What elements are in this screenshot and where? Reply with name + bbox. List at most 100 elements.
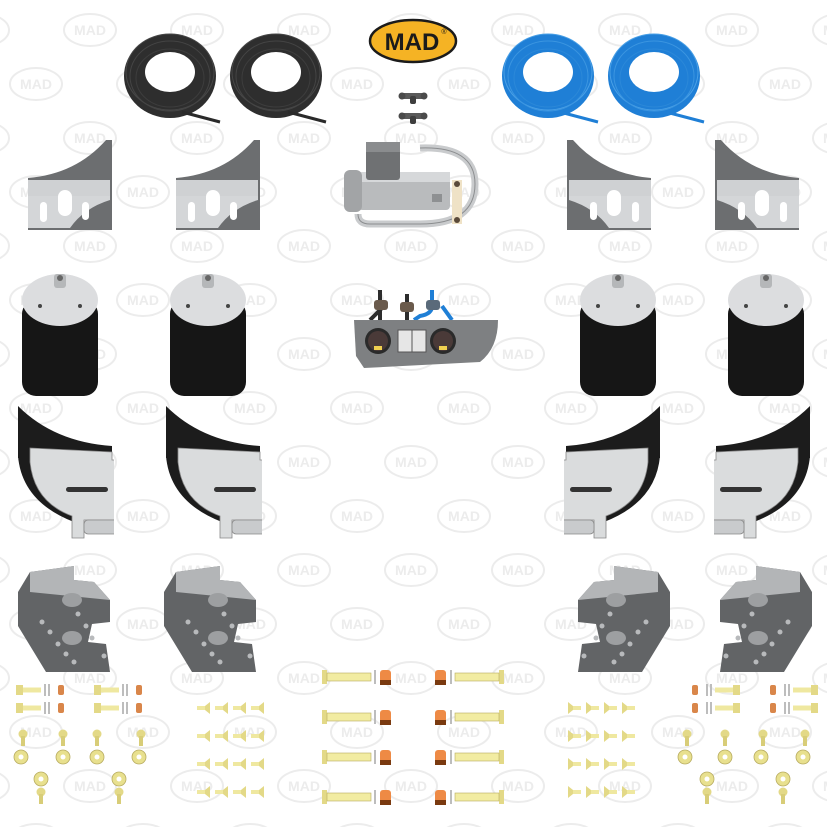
svg-text:MAD: MAD (288, 130, 320, 146)
air-spring-1 (22, 270, 102, 398)
svg-text:MAD: MAD (502, 22, 534, 38)
air-compressor (340, 136, 480, 236)
svg-text:MAD: MAD (662, 616, 694, 632)
svg-text:MAD: MAD (234, 400, 266, 416)
t-fitting-1 (398, 90, 428, 104)
svg-text:MAD: MAD (74, 562, 106, 578)
svg-text:MAD: MAD (127, 184, 159, 200)
svg-text:MAD: MAD (181, 130, 213, 146)
svg-text:MAD: MAD (181, 670, 213, 686)
svg-text:MAD: MAD (127, 400, 159, 416)
svg-text:MAD: MAD (20, 400, 52, 416)
svg-text:MAD: MAD (395, 778, 427, 794)
blue-hose-coil-2 (606, 28, 706, 126)
svg-text:MAD: MAD (609, 238, 641, 254)
svg-text:MAD: MAD (448, 724, 480, 740)
svg-text:MAD: MAD (823, 238, 827, 254)
svg-text:MAD: MAD (448, 76, 480, 92)
svg-text:MAD: MAD (502, 130, 534, 146)
svg-text:MAD: MAD (181, 22, 213, 38)
svg-text:MAD: MAD (74, 238, 106, 254)
svg-text:MAD: MAD (181, 238, 213, 254)
svg-text:MAD: MAD (555, 400, 587, 416)
svg-text:MAD: MAD (288, 454, 320, 470)
hardware-right-screws (566, 700, 646, 800)
svg-text:MAD: MAD (662, 400, 694, 416)
svg-text:MAD: MAD (127, 616, 159, 632)
svg-text:MAD: MAD (448, 508, 480, 524)
svg-text:MAD: MAD (74, 778, 106, 794)
svg-text:MAD: MAD (609, 670, 641, 686)
svg-text:MAD: MAD (448, 400, 480, 416)
svg-text:MAD: MAD (448, 292, 480, 308)
svg-text:MAD: MAD (662, 184, 694, 200)
svg-text:MAD: MAD (769, 508, 801, 524)
svg-text:MAD: MAD (20, 508, 52, 524)
svg-text:MAD: MAD (769, 400, 801, 416)
svg-text:MAD: MAD (823, 454, 827, 470)
svg-text:MAD: MAD (769, 724, 801, 740)
air-spring-4 (728, 270, 808, 398)
svg-text:MAD: MAD (341, 76, 373, 92)
hardware-left-bolts (0, 660, 150, 810)
svg-text:MAD: MAD (716, 130, 748, 146)
svg-text:MAD: MAD (20, 724, 52, 740)
upper-bracket-right-1 (563, 136, 653, 231)
svg-text:MAD: MAD (74, 22, 106, 38)
hardware-left-screws (186, 700, 266, 800)
svg-text:MAD: MAD (823, 130, 827, 146)
svg-text:MAD: MAD (502, 346, 534, 362)
svg-text:MAD: MAD (716, 562, 748, 578)
upper-bracket-left-2 (174, 136, 264, 231)
svg-text:MAD: MAD (555, 292, 587, 308)
lower-bracket-right-2 (714, 402, 814, 542)
svg-text:MAD: MAD (288, 562, 320, 578)
svg-text:MAD: MAD (341, 400, 373, 416)
lower-bracket-left-2 (162, 402, 262, 542)
svg-text:MAD: MAD (609, 130, 641, 146)
svg-text:MAD: MAD (448, 616, 480, 632)
svg-text:MAD: MAD (288, 238, 320, 254)
base-plate-left-1 (14, 562, 114, 672)
upper-bracket-left-1 (26, 136, 116, 231)
svg-text:MAD: MAD (662, 292, 694, 308)
svg-text:MAD: MAD (127, 508, 159, 524)
svg-text:MAD: MAD (609, 22, 641, 38)
air-spring-2 (170, 270, 250, 398)
svg-text:MAD: MAD (502, 562, 534, 578)
svg-text:MAD: MAD (716, 22, 748, 38)
upper-bracket-right-2 (711, 136, 801, 231)
svg-text:MAD: MAD (74, 670, 106, 686)
svg-text:MAD: MAD (127, 292, 159, 308)
svg-text:MAD: MAD (341, 724, 373, 740)
svg-text:MAD: MAD (716, 670, 748, 686)
hardware-right-bolts (676, 660, 826, 810)
svg-text:MAD: MAD (716, 778, 748, 794)
svg-text:MAD: MAD (823, 22, 827, 38)
logo-text: MAD (385, 29, 440, 56)
black-hose-coil-1 (122, 28, 222, 126)
svg-text:MAD: MAD (341, 292, 373, 308)
svg-text:MAD: MAD (502, 454, 534, 470)
svg-text:MAD: MAD (502, 238, 534, 254)
base-plate-right-1 (574, 562, 674, 672)
svg-text:MAD: MAD (74, 130, 106, 146)
svg-text:MAD: MAD (823, 778, 827, 794)
svg-text:MAD: MAD (341, 616, 373, 632)
base-plate-left-2 (160, 562, 260, 672)
svg-text:MAD: MAD (395, 670, 427, 686)
svg-text:MAD: MAD (20, 76, 52, 92)
svg-text:MAD: MAD (288, 346, 320, 362)
base-plate-right-2 (716, 562, 816, 672)
svg-text:MAD: MAD (823, 670, 827, 686)
svg-text:MAD: MAD (716, 238, 748, 254)
blue-hose-coil-1 (500, 28, 600, 126)
svg-text:MAD: MAD (341, 508, 373, 524)
t-fitting-2 (398, 110, 428, 124)
lower-bracket-left-1 (14, 402, 114, 542)
svg-text:MAD: MAD (769, 76, 801, 92)
svg-text:MAD: MAD (288, 22, 320, 38)
lower-bracket-right-1 (564, 402, 664, 542)
svg-text:MAD: MAD (502, 778, 534, 794)
svg-text:MAD: MAD (395, 454, 427, 470)
